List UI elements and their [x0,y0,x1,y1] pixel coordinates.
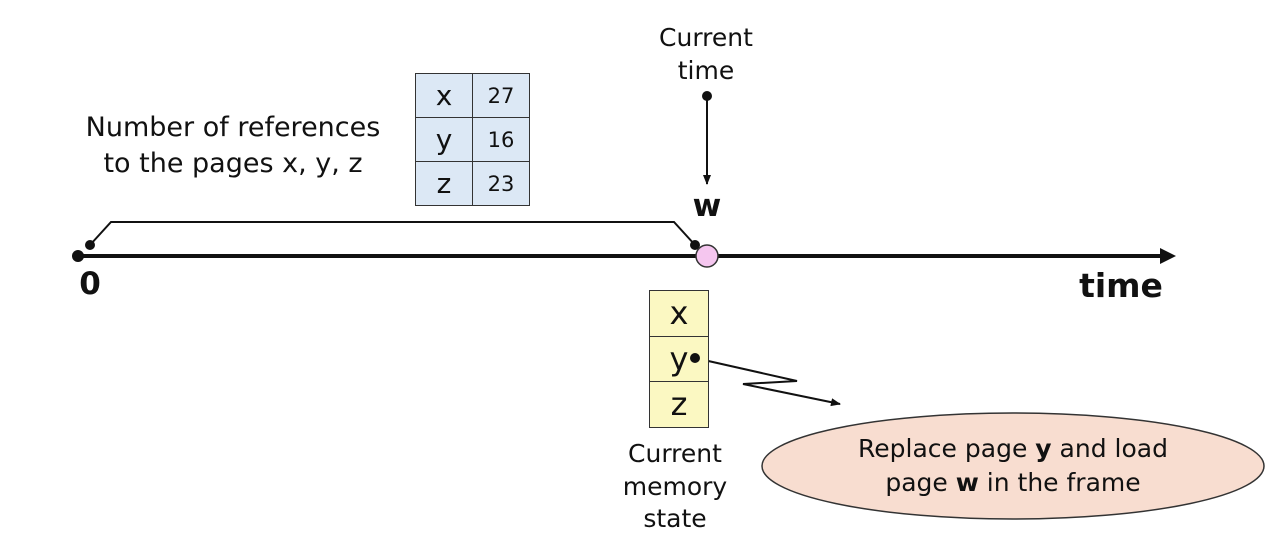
note-line2-post: in the frame [978,467,1141,497]
current-time-line1: Current [659,23,753,52]
table-page-cell: y [415,117,473,162]
table-count-cell: 27 [472,73,530,118]
references-label-line2: to the pages x, y, z [103,148,363,180]
memory-frame: x [650,291,708,337]
replacement-note: Replace page y and load page w in the fr… [800,432,1226,500]
note-line1: Replace page y and load [800,432,1226,466]
time-axis-arrowhead [1160,248,1176,264]
table-row: y 16 [415,117,530,162]
reference-window-bracket [89,221,696,246]
note-line1-bold: y [1035,434,1052,463]
new-page-label: w [692,188,722,224]
memory-frame: y [650,337,708,382]
note-line2: page w in the frame [800,466,1226,500]
note-line2-pre: page [885,467,956,497]
origin-dot [72,250,84,262]
origin-label: 0 [79,266,101,302]
references-label: Number of references to the pages x, y, … [58,110,408,183]
memory-frame: z [670,385,688,423]
note-ellipse [761,412,1265,520]
table-count-cell: 16 [472,117,530,162]
bracket-end-dot [690,240,700,250]
memory-state-line3: state [643,504,707,533]
memory-state-line1: Current [628,439,722,468]
table-page-cell: x [415,73,473,118]
replacement-arrow [694,357,841,407]
current-time-line2: time [677,55,735,85]
note-line1-pre: Replace page [858,434,1036,463]
memory-state-line2: memory [622,471,728,501]
table-page-cell: z [415,161,473,206]
memory-state-stack: x y z [649,290,709,428]
table-row: z 23 [415,161,530,206]
memory-state-label: Current memory state [600,438,750,536]
table-count-cell: 23 [472,161,530,206]
current-reference-marker [695,244,719,268]
current-time-label: Current time [636,22,776,87]
table-row: x 27 [415,73,530,118]
time-axis-label: time [1079,266,1163,305]
note-line1-post: and load [1051,434,1168,463]
references-label-line1: Number of references [85,112,381,143]
note-line2-bold: w [955,467,979,497]
bracket-start-dot [85,240,95,250]
reference-count-table: x 27 y 16 z 23 [415,73,530,206]
